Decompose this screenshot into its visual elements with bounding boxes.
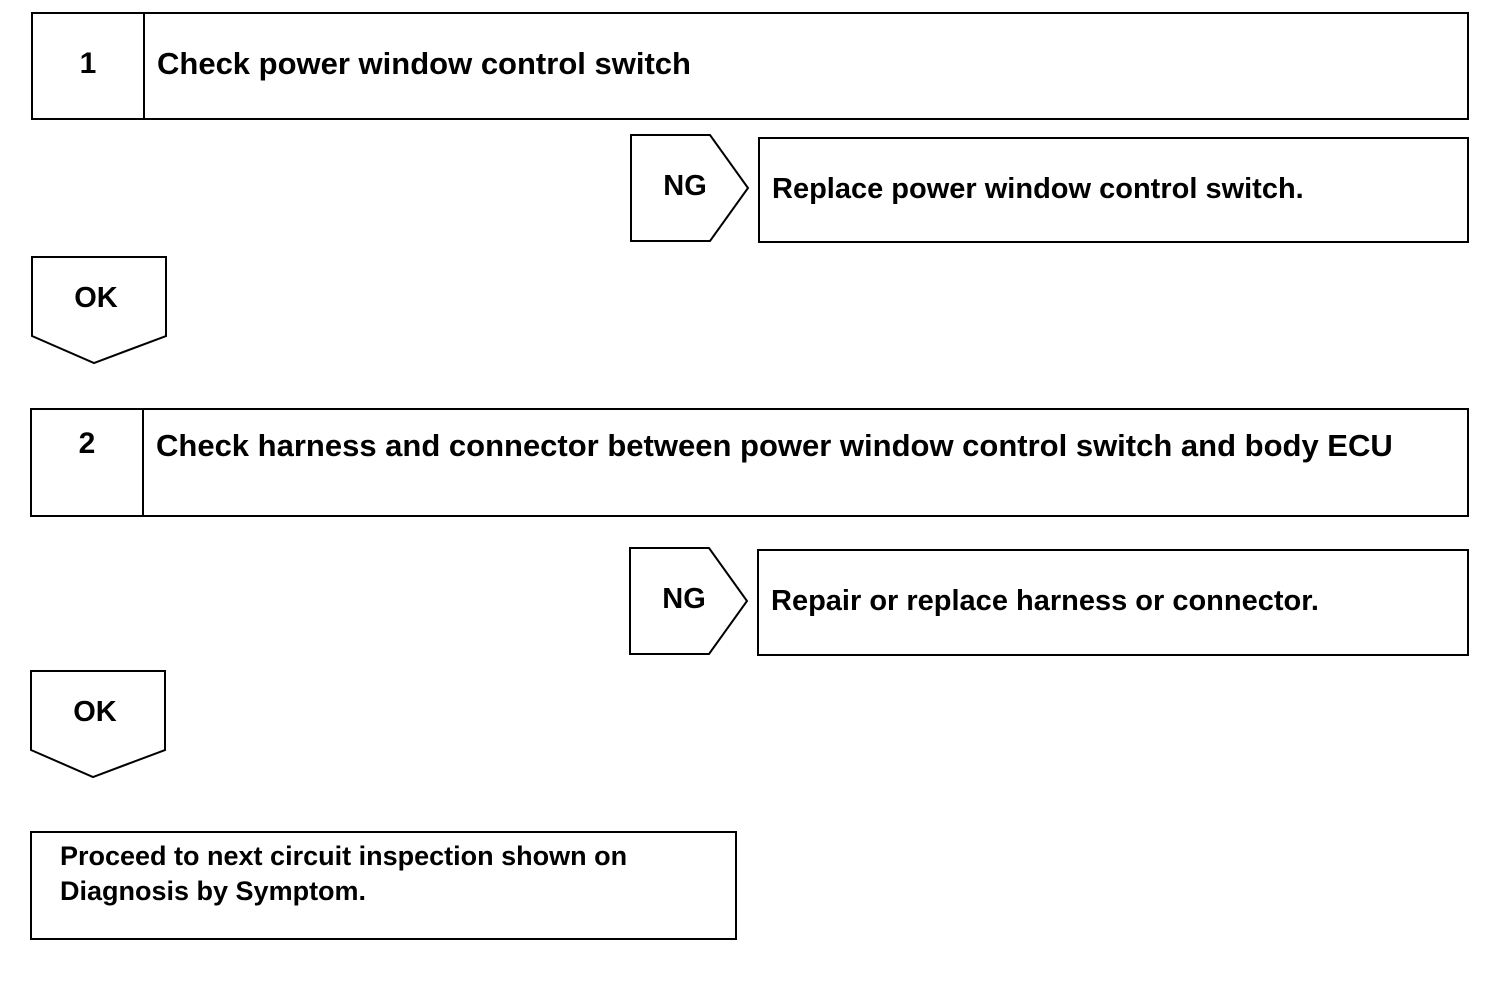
step-2-title: Check harness and connector between powe… xyxy=(156,428,1393,463)
step-2-ng-action-box: Repair or replace harness or connector. xyxy=(757,549,1469,656)
step-1-ng-action: Replace power window control switch. xyxy=(772,173,1304,205)
step-2-ok-label: OK xyxy=(73,696,117,728)
step-1-box: 1 Check power window control switch xyxy=(31,12,1469,120)
step-2-box: 2 Check harness and connector between po… xyxy=(30,408,1469,517)
step-2-ng-arrow: NG xyxy=(629,547,749,655)
step-1-ng-label: NG xyxy=(663,170,707,202)
step-1-ok-arrow: OK xyxy=(31,256,169,366)
step-2-number: 2 xyxy=(32,410,144,515)
step-1-number: 1 xyxy=(33,14,145,118)
final-instruction-text: Proceed to next circuit inspection shown… xyxy=(60,841,628,906)
step-2-ng-label: NG xyxy=(662,583,706,615)
step-2-ok-arrow: OK xyxy=(30,670,168,780)
final-instruction-box: Proceed to next circuit inspection shown… xyxy=(30,831,737,940)
step-2-ng-action: Repair or replace harness or connector. xyxy=(771,585,1319,617)
step-1-ng-arrow: NG xyxy=(630,134,750,242)
ok-arrow-shape-icon xyxy=(30,670,166,779)
ng-arrow-shape-icon xyxy=(630,134,750,242)
step-1-title: Check power window control switch xyxy=(157,46,691,81)
ok-arrow-shape-icon xyxy=(31,256,167,365)
ng-arrow-shape-icon xyxy=(629,547,749,655)
step-1-ok-label: OK xyxy=(74,282,118,314)
step-1-ng-action-box: Replace power window control switch. xyxy=(758,137,1469,243)
